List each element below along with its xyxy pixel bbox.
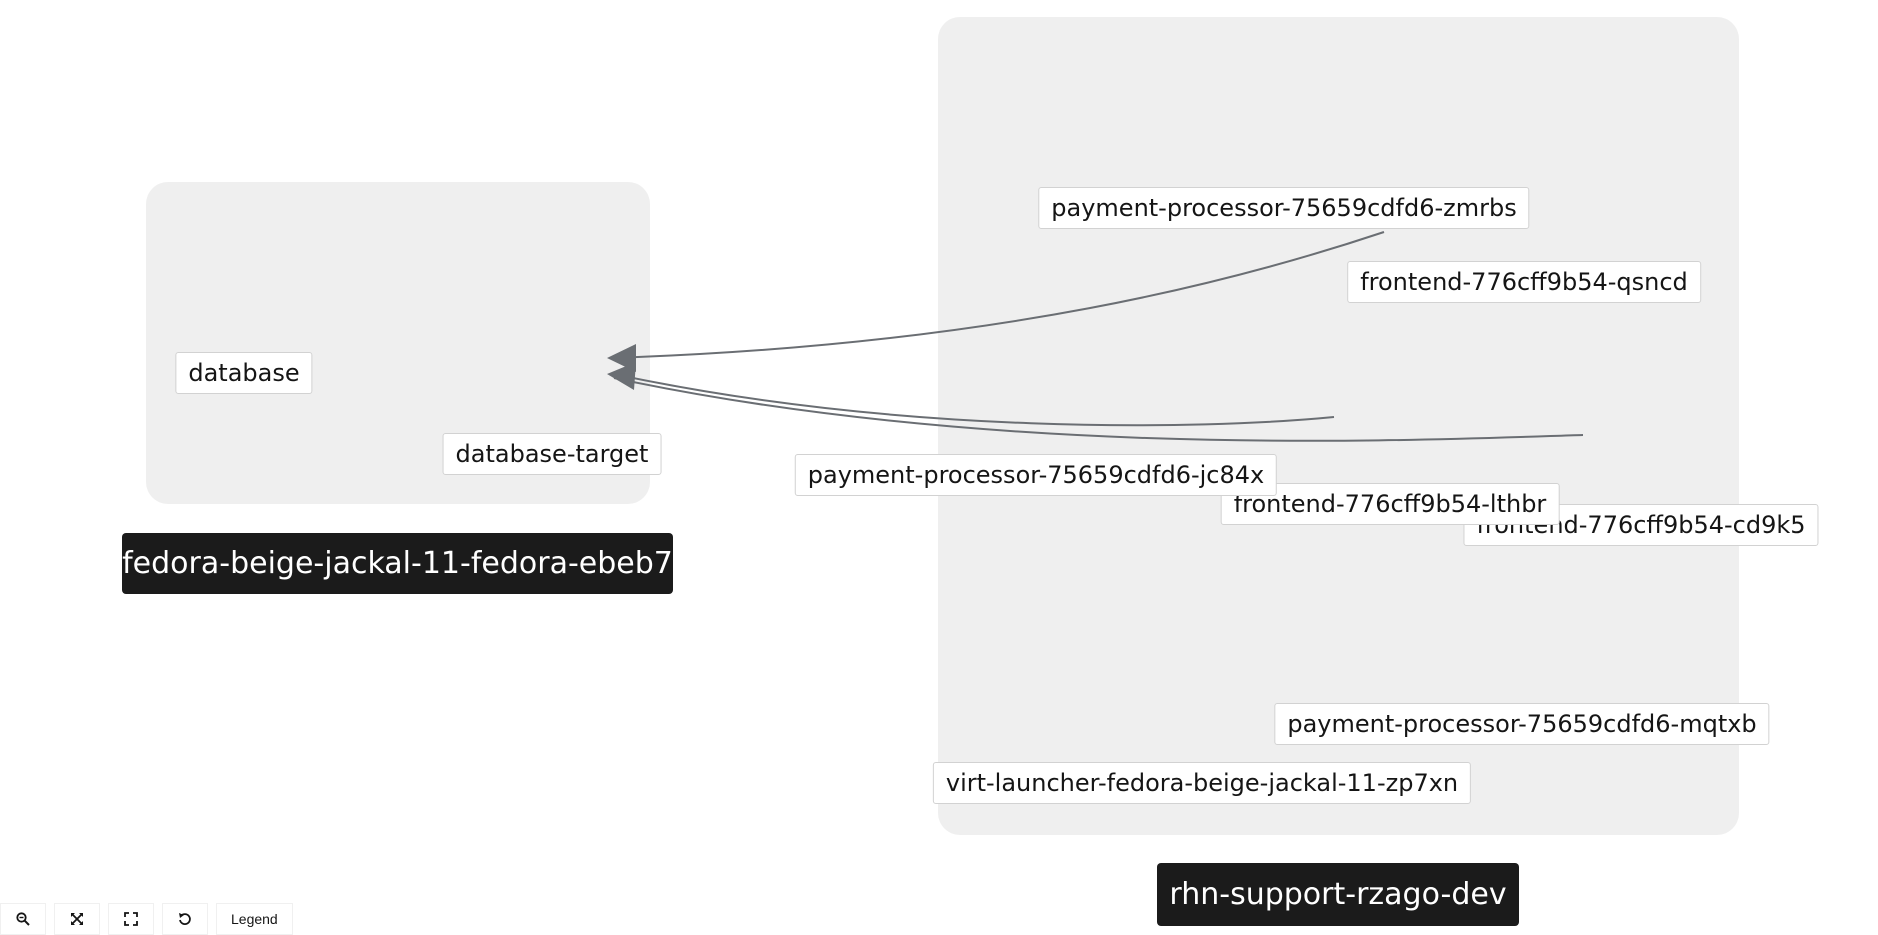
legend-button[interactable]: Legend xyxy=(216,903,293,935)
node-label: database xyxy=(175,352,313,394)
node-label-pp-jc84x[interactable]: payment-processor-75659cdfd6-jc84x xyxy=(794,454,1278,496)
reset-view-button[interactable] xyxy=(162,903,208,935)
fit-to-screen-icon xyxy=(124,912,138,926)
node-label: frontend-776cff9b54-qsncd xyxy=(1347,261,1701,303)
expand-button[interactable] xyxy=(54,903,100,935)
node-label: virt-launcher-fedora-beige-jackal-11-zp7… xyxy=(932,762,1472,804)
node-label: payment-processor-75659cdfd6-mqtxb xyxy=(1274,703,1770,745)
reset-icon xyxy=(179,913,191,925)
edge-arrowhead-bottom xyxy=(607,362,636,390)
zoom-in-icon xyxy=(16,912,30,926)
topology-control-bar: Legend xyxy=(0,903,301,935)
group-title-left[interactable]: fedora-beige-jackal-11-fedora-ebeb7 xyxy=(122,533,673,594)
zoom-in-button[interactable] xyxy=(0,903,46,935)
edge-fe-cd9k5-to-database-target[interactable] xyxy=(613,377,1584,442)
node-label-fe-cd9k5[interactable]: frontend-776cff9b54-cd9k5 xyxy=(1463,504,1819,546)
node-label-pp-zmrbs[interactable]: payment-processor-75659cdfd6-zmrbs xyxy=(1038,187,1530,229)
node-label: database-target xyxy=(442,433,662,475)
edge-pp-zmrbs-to-database-target[interactable] xyxy=(611,231,1385,359)
edge-fe-lthbr-to-database-target[interactable] xyxy=(613,373,1335,427)
fit-to-screen-button[interactable] xyxy=(108,903,154,935)
group-title-right[interactable]: rhn-support-rzago-dev xyxy=(1157,863,1519,926)
node-label-fe-lthbr[interactable]: frontend-776cff9b54-lthbr xyxy=(1220,483,1560,525)
expand-icon xyxy=(71,913,83,925)
